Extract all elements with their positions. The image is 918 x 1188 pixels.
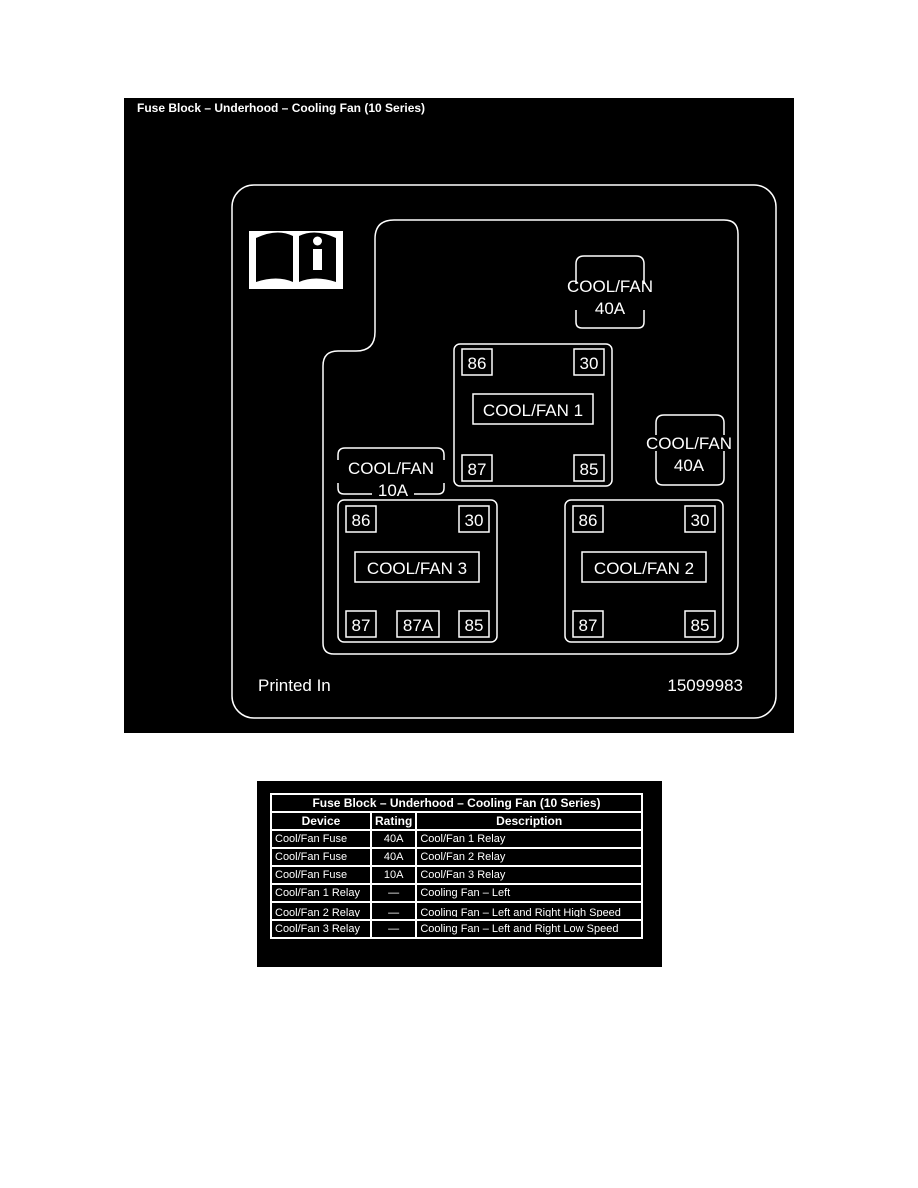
- table-title: Fuse Block – Underhood – Cooling Fan (10…: [270, 793, 643, 813]
- relay1-label: COOL/FAN 1: [483, 401, 583, 420]
- relay2-pin-85: 85: [691, 616, 710, 635]
- relay-cool-fan-1: 86 30 87 85 COOL/FAN 1: [453, 343, 613, 487]
- relay1-pin-30: 30: [580, 354, 599, 373]
- cell-description: Cooling Fan – Left and Right High Speed: [415, 901, 643, 921]
- cell-description: Cool/Fan 3 Relay: [415, 865, 643, 885]
- fuse-left-rating: 10A: [378, 481, 409, 500]
- column-header-device: Device: [270, 811, 372, 831]
- info-manual-icon: [249, 231, 343, 289]
- relay-cool-fan-3: 86 30 87 87A 85 COOL/FAN 3: [337, 499, 498, 643]
- table-row: Cool/Fan 2 Relay — Cooling Fan – Left an…: [270, 901, 643, 921]
- fuse-right-rating: 40A: [674, 456, 705, 475]
- cell-device: Cool/Fan 2 Relay: [270, 901, 372, 921]
- table-row: Cool/Fan Fuse 40A Cool/Fan 2 Relay: [270, 847, 643, 867]
- relay3-pin-86: 86: [352, 511, 371, 530]
- fuse-left-label: COOL/FAN: [348, 459, 434, 478]
- fuse-block-diagram: Fuse Block – Underhood – Cooling Fan (10…: [124, 98, 794, 733]
- part-number: 15099983: [667, 676, 743, 695]
- column-header-description: Description: [415, 811, 643, 831]
- cell-rating: —: [369, 901, 418, 921]
- fuse-top-label: COOL/FAN: [567, 277, 653, 296]
- relay1-pin-85: 85: [580, 460, 599, 479]
- cell-description-text: Cooling Fan – Left and Right High Speed: [420, 907, 621, 917]
- cell-description: Cooling Fan – Left and Right Low Speed: [415, 919, 643, 939]
- cell-device: Cool/Fan 3 Relay: [270, 919, 372, 939]
- fuse-table-panel: Fuse Block – Underhood – Cooling Fan (10…: [257, 781, 662, 967]
- table-row: Cool/Fan Fuse 10A Cool/Fan 3 Relay: [270, 865, 643, 885]
- relay3-pin-85: 85: [465, 616, 484, 635]
- relay2-pin-87: 87: [579, 616, 598, 635]
- fuse-top-rating: 40A: [595, 299, 626, 318]
- cell-device: Cool/Fan 1 Relay: [270, 883, 372, 903]
- relay3-label: COOL/FAN 3: [367, 559, 467, 578]
- relay3-pin-87: 87: [352, 616, 371, 635]
- cell-device: Cool/Fan Fuse: [270, 865, 372, 885]
- cell-description: Cool/Fan 2 Relay: [415, 847, 643, 867]
- cell-rating: 40A: [369, 847, 418, 867]
- column-header-rating: Rating: [369, 811, 418, 831]
- table-title-row: Fuse Block – Underhood – Cooling Fan (10…: [270, 793, 643, 813]
- fuse-block-drawing: COOL/FAN 40A COOL/FAN 40A COOL/FAN 10A 8…: [231, 184, 777, 719]
- fuse-table: Fuse Block – Underhood – Cooling Fan (10…: [270, 793, 643, 939]
- cell-device-text: Cool/Fan 2 Relay: [275, 907, 360, 917]
- cell-rating-text: —: [388, 907, 400, 917]
- relay2-pin-86: 86: [579, 511, 598, 530]
- cell-device: Cool/Fan Fuse: [270, 847, 372, 867]
- table-row: Cool/Fan 1 Relay — Cooling Fan – Left: [270, 883, 643, 903]
- diagram-title: Fuse Block – Underhood – Cooling Fan (10…: [137, 101, 426, 115]
- printed-in-label: Printed In: [258, 676, 331, 695]
- fuse-right-label: COOL/FAN: [646, 434, 732, 453]
- fuse-cool-fan-left: COOL/FAN 10A: [337, 447, 445, 500]
- cell-description: Cool/Fan 1 Relay: [415, 829, 643, 849]
- component-area-outline: [322, 219, 739, 655]
- cell-device: Cool/Fan Fuse: [270, 829, 372, 849]
- relay2-pin-30: 30: [691, 511, 710, 530]
- fuse-block-outline: [231, 184, 777, 719]
- table-row: Cool/Fan Fuse 40A Cool/Fan 1 Relay: [270, 829, 643, 849]
- relay2-label: COOL/FAN 2: [594, 559, 694, 578]
- fuse-cool-fan-top: COOL/FAN 40A: [567, 255, 653, 329]
- relay1-pin-87: 87: [468, 460, 487, 479]
- relay-cool-fan-2: 86 30 87 85 COOL/FAN 2: [564, 499, 724, 643]
- relay3-pin-30: 30: [465, 511, 484, 530]
- cell-rating: 10A: [369, 865, 418, 885]
- cell-rating: —: [369, 883, 418, 903]
- cell-rating: 40A: [369, 829, 418, 849]
- relay1-pin-86: 86: [468, 354, 487, 373]
- fuse-cool-fan-right: COOL/FAN 40A: [646, 414, 732, 486]
- cell-rating: —: [369, 919, 418, 939]
- table-row: Cool/Fan 3 Relay — Cooling Fan – Left an…: [270, 919, 643, 939]
- cell-description: Cooling Fan – Left: [415, 883, 643, 903]
- table-header-row: Device Rating Description: [270, 811, 643, 831]
- relay3-pin-87a: 87A: [403, 616, 434, 635]
